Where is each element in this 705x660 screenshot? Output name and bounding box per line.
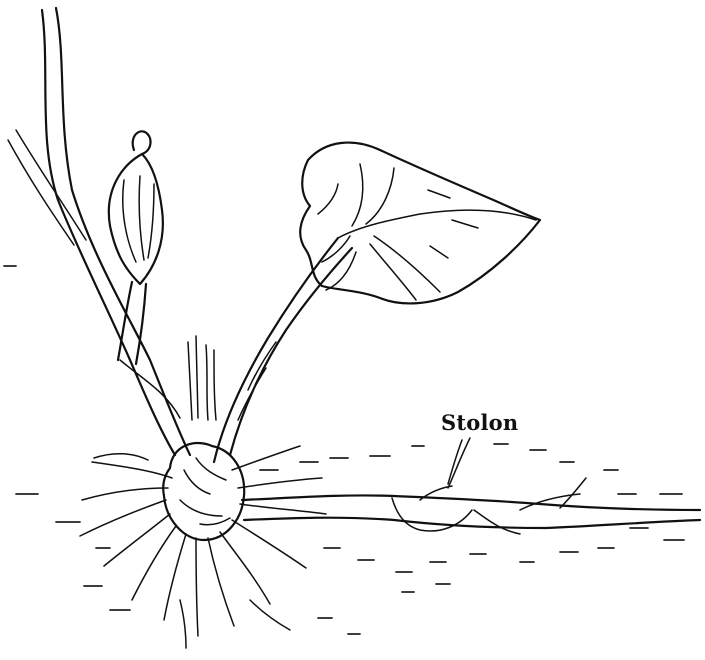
ground-marks — [4, 266, 684, 634]
stolon-label: Stolon — [441, 410, 518, 435]
stolon-runner — [242, 440, 700, 534]
corm — [163, 443, 244, 540]
leaf-blade — [300, 143, 540, 304]
leaf-stalk — [214, 238, 352, 462]
stolon-leader-line — [448, 438, 470, 488]
spathe-bud — [109, 131, 180, 418]
central-sprouts — [188, 336, 216, 420]
roots — [80, 446, 326, 648]
